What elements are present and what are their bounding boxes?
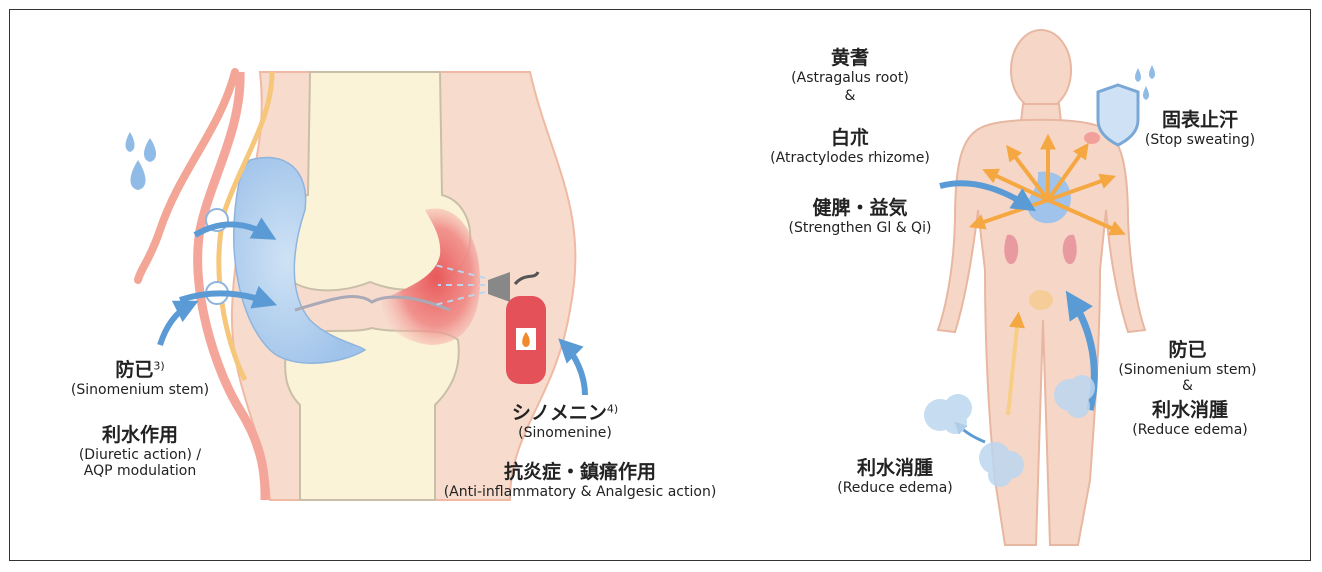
byakujutsu-label: 白朮 (Atractylodes rhizome) bbox=[745, 128, 955, 166]
water-drop-icon bbox=[126, 132, 157, 190]
figure-frame: 防已3) (Sinomenium stem) 利水作用 (Diuretic ac… bbox=[9, 9, 1311, 561]
risui-left-name: 利水消腫 bbox=[820, 458, 970, 480]
antiinflam-english: (Anti-inflammatory & Analgesic action) bbox=[430, 484, 730, 500]
ougi-english: (Astragalus root) bbox=[755, 70, 945, 86]
ampersand: & bbox=[1110, 378, 1265, 394]
risui-right-english: (Reduce edema) bbox=[1115, 422, 1265, 438]
ougi-label: 黄耆 (Astragalus root) & bbox=[755, 48, 945, 104]
diuretic-line1: (Diuretic action) / bbox=[40, 447, 240, 463]
ougi-name: 黄耆 bbox=[755, 48, 945, 70]
diuretic-line2: AQP modulation bbox=[40, 463, 240, 479]
antiinflam-name: 抗炎症・鎮痛作用 bbox=[430, 462, 730, 484]
risui-left-label: 利水消腫 (Reduce edema) bbox=[820, 458, 970, 496]
byakujutsu-name: 白朮 bbox=[745, 128, 955, 150]
boi-body-label: 防已 (Sinomenium stem) & bbox=[1110, 340, 1265, 394]
kenpi-label: 健脾・益気 (Strengthen Gl & Qi) bbox=[770, 198, 950, 236]
diuretic-label: 利水作用 (Diuretic action) / AQP modulation bbox=[40, 425, 240, 479]
risui-right-name: 利水消腫 bbox=[1115, 400, 1265, 422]
sinomenine-ref: 4) bbox=[607, 403, 618, 416]
kohyo-name: 固表止汗 bbox=[1130, 110, 1270, 132]
bladder bbox=[1029, 290, 1053, 310]
risui-left-english: (Reduce edema) bbox=[820, 480, 970, 496]
diuretic-name: 利水作用 bbox=[40, 425, 240, 447]
boi-name: 防已 bbox=[115, 359, 153, 381]
boi-joint-label: 防已3) (Sinomenium stem) bbox=[50, 360, 230, 398]
boi-english: (Sinomenium stem) bbox=[50, 382, 230, 398]
boi-arrow bbox=[160, 305, 190, 345]
kenpi-name: 健脾・益気 bbox=[770, 198, 950, 220]
sinomenine-name: シノメニン bbox=[512, 402, 607, 424]
antiinflam-label: 抗炎症・鎮痛作用 (Anti-inflammatory & Analgesic … bbox=[430, 462, 730, 500]
kohyo-english: (Stop sweating) bbox=[1130, 132, 1270, 148]
byakujutsu-english: (Atractylodes rhizome) bbox=[745, 150, 955, 166]
kohyo-label: 固表止汗 (Stop sweating) bbox=[1130, 110, 1270, 148]
boi-body-english: (Sinomenium stem) bbox=[1110, 362, 1265, 378]
boi-ref: 3) bbox=[153, 360, 164, 373]
sinomenine-label: シノメニン4) (Sinomenine) bbox=[485, 403, 645, 441]
boi-body-name: 防已 bbox=[1110, 340, 1265, 362]
ampersand: & bbox=[755, 88, 945, 104]
sinomenine-english: (Sinomenine) bbox=[485, 425, 645, 441]
sinomenine-arrow bbox=[565, 345, 585, 395]
risui-right-label: 利水消腫 (Reduce edema) bbox=[1115, 400, 1265, 438]
kenpi-english: (Strengthen Gl & Qi) bbox=[770, 220, 950, 236]
